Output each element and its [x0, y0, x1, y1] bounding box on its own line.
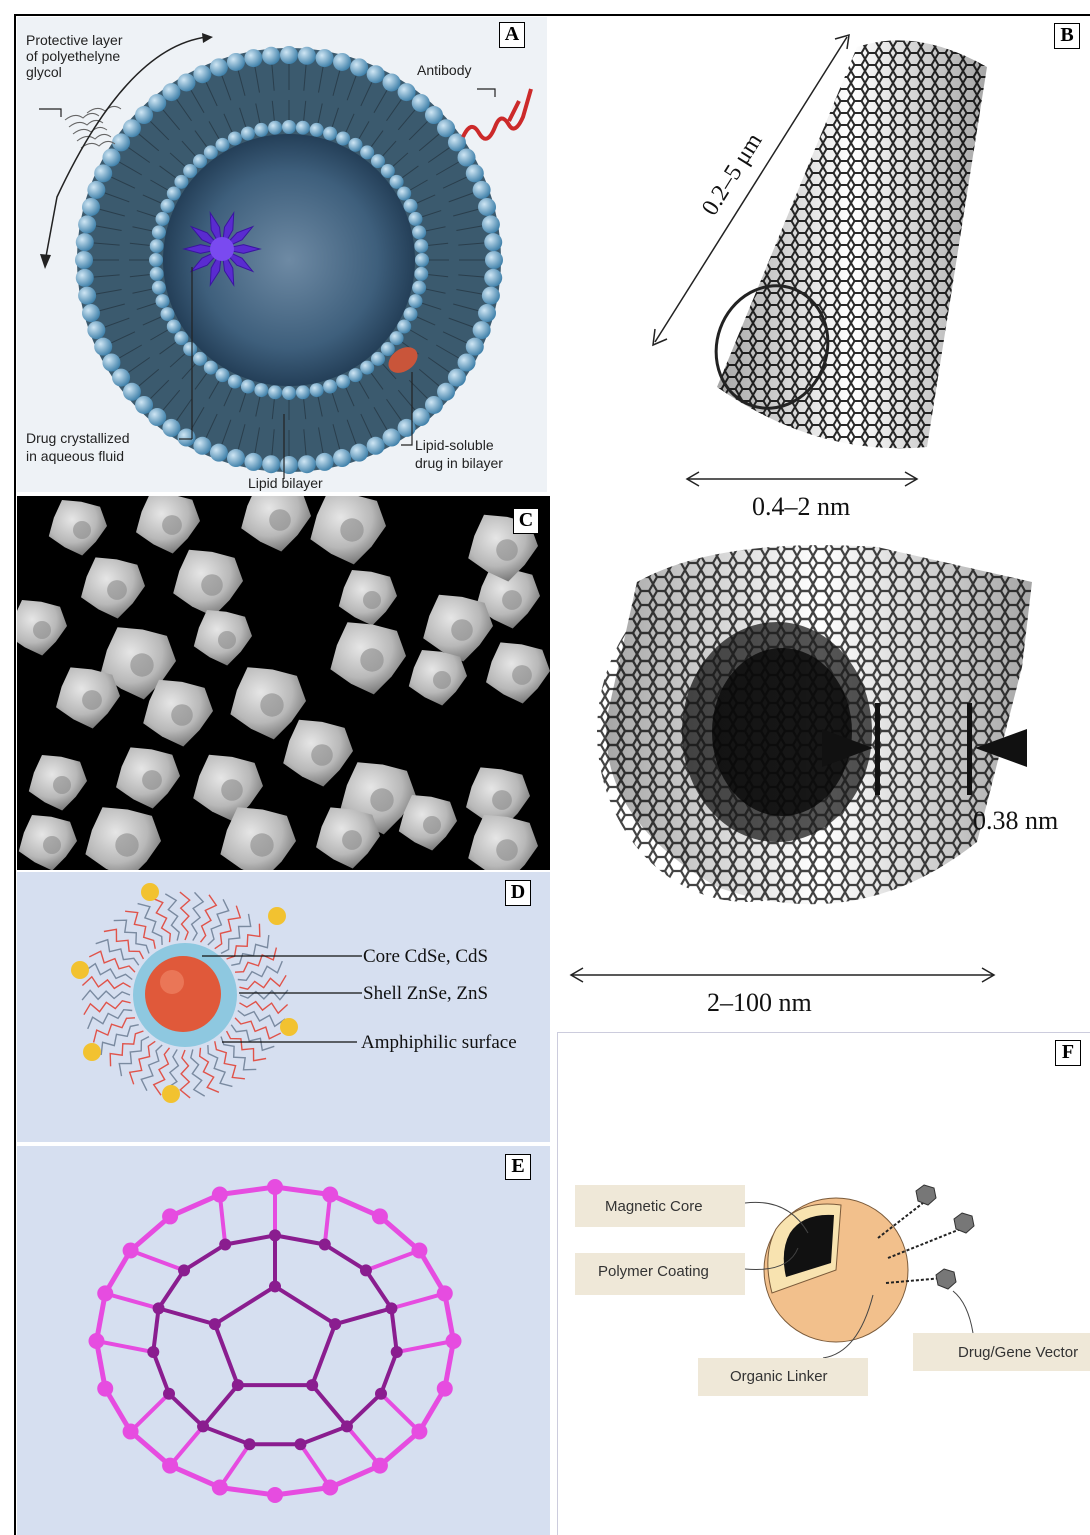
- panel-label-a: A: [499, 22, 525, 48]
- drug-aqueous-label: Drug crystallized in aqueous fluid: [26, 430, 133, 464]
- magnetic-core-label: Magnetic Core: [605, 1198, 703, 1215]
- swnt-diameter-label: 0.4–2 nm: [752, 492, 850, 521]
- magnetic-nanoparticle-diagram: Magnetic Core Polymer Coating Organic Li…: [558, 1033, 1090, 1535]
- swnt-diameter-arrow: [687, 472, 917, 486]
- core-sphere: [145, 956, 221, 1032]
- liposome-diagram: Protective layer of polyethelyne glycol …: [17, 17, 547, 492]
- fullerene-diagram: [17, 1146, 550, 1535]
- drug-vector-molecules: [916, 1185, 974, 1289]
- panel-label-d: D: [505, 880, 531, 906]
- mwnt-diameter-arrow: [571, 968, 994, 982]
- panel-label-c: C: [513, 508, 539, 534]
- surface-label: Amphiphilic surface: [361, 1032, 517, 1053]
- shell-label: Shell ZnSe, ZnS: [363, 983, 488, 1004]
- lipid-bilayer-label: Lipid bilayer: [248, 475, 323, 491]
- panel-b-nanotubes: 0.2–5 μm 0.4–2 nm 0.38 nm 2–100 nm: [557, 17, 1090, 1027]
- nanotube-diagram: 0.2–5 μm 0.4–2 nm 0.38 nm 2–100 nm: [557, 17, 1090, 1027]
- drug-vector-label: Drug/Gene Vector: [958, 1344, 1078, 1361]
- organic-linker-label: Organic Linker: [730, 1368, 828, 1385]
- single-wall-nanotube: [699, 40, 987, 448]
- panel-f-magnetic-nanoparticle: Magnetic Core Polymer Coating Organic Li…: [557, 1032, 1090, 1535]
- panel-c-sem-nanoparticles: C: [17, 496, 550, 870]
- panel-label-e: E: [505, 1154, 531, 1180]
- peg-label: Protective layer of polyethelyne glycol: [26, 32, 126, 80]
- panel-a-liposome: Protective layer of polyethelyne glycol …: [17, 17, 547, 492]
- wall-spacing-label: 0.38 nm: [973, 806, 1058, 835]
- mwnt-diameter-label: 2–100 nm: [707, 988, 812, 1017]
- lipid-soluble-label: Lipid-soluble drug in bilayer: [415, 437, 503, 471]
- panel-label-b: B: [1054, 23, 1080, 49]
- sem-image: [17, 496, 550, 870]
- panel-e-fullerene: E: [17, 1146, 550, 1535]
- core-label: Core CdSe, CdS: [363, 946, 488, 967]
- antibody-label: Antibody: [417, 62, 471, 78]
- panel-label-f: F: [1055, 1040, 1081, 1066]
- quantum-dot-diagram: Core CdSe, CdS Shell ZnSe, ZnS Amphiphil…: [17, 872, 550, 1142]
- polymer-coating-label: Polymer Coating: [598, 1263, 709, 1280]
- length-label: 0.2–5 μm: [697, 128, 768, 220]
- panel-d-quantum-dot: Core CdSe, CdS Shell ZnSe, ZnS Amphiphil…: [17, 872, 550, 1142]
- multi-wall-nanotube: [597, 545, 1032, 904]
- antibody-icon: [463, 89, 531, 139]
